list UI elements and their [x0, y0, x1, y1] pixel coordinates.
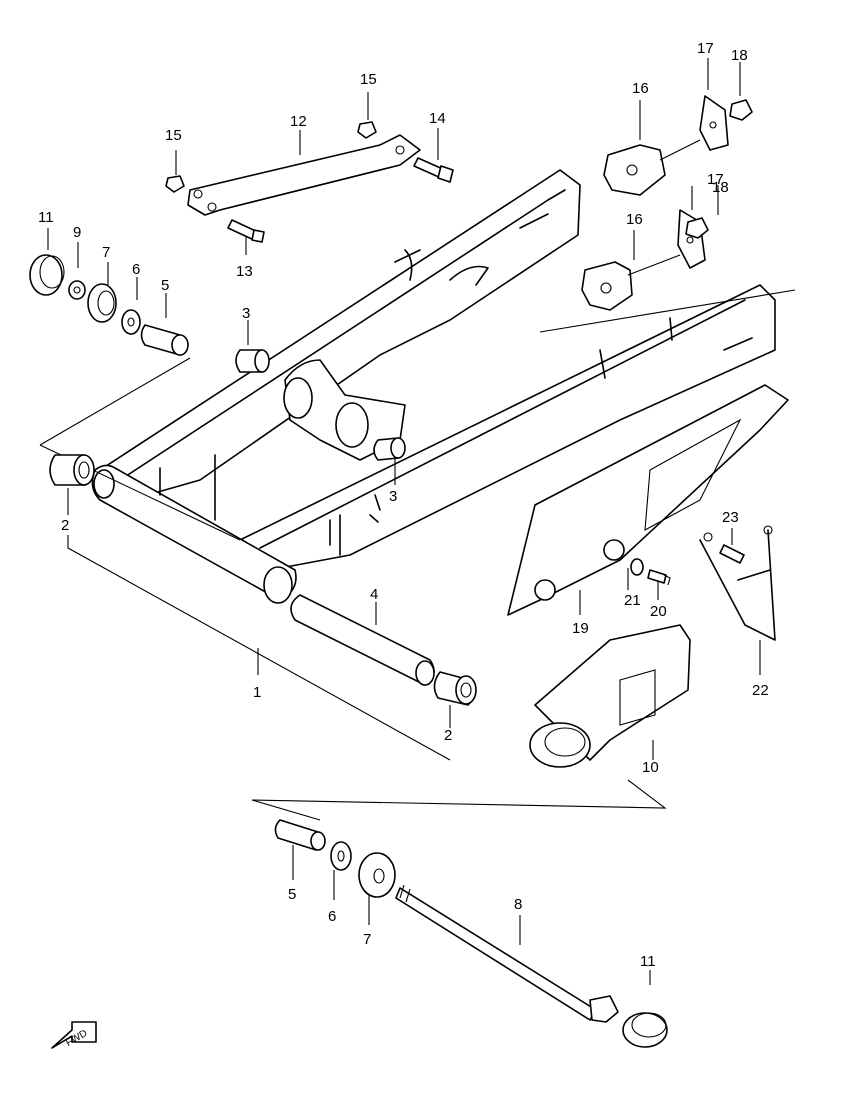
leader-lines — [39, 58, 796, 985]
seal-7-lower — [358, 852, 396, 898]
bushing-3-upper — [235, 349, 270, 373]
swingarm-frame — [91, 169, 776, 604]
bracket-22 — [699, 525, 776, 641]
label-part-5-lower: 5 — [288, 886, 296, 903]
chain-block-10 — [529, 624, 691, 768]
nut-15-left — [165, 175, 185, 193]
label-part-17-upper: 17 — [697, 40, 714, 57]
label-part-10: 10 — [642, 759, 659, 776]
collar-5-upper — [140, 324, 189, 356]
washer-6-lower — [330, 841, 352, 871]
collar-5-lower — [274, 819, 326, 851]
label-part-17-lower: 17 — [707, 171, 724, 188]
label-part-13: 13 — [236, 263, 253, 280]
label-part-6-lower: 6 — [328, 908, 336, 925]
plate-17-upper — [699, 95, 729, 151]
label-part-7-lower: 7 — [363, 931, 371, 948]
cap-11-upper — [29, 254, 65, 296]
chain-case-19 — [507, 384, 789, 616]
label-part-9: 9 — [73, 224, 81, 241]
adjuster-16-upper — [603, 139, 701, 196]
label-part-16-upper: 16 — [632, 80, 649, 97]
bolt-13 — [227, 219, 265, 243]
label-part-14: 14 — [429, 110, 446, 127]
bushing-2-left — [49, 454, 95, 486]
label-part-16-lower: 16 — [626, 211, 643, 228]
spacer-tube-4 — [290, 594, 435, 686]
bolt-20 — [647, 569, 671, 586]
label-part-7-upper: 7 — [102, 244, 110, 261]
label-part-3-upper: 3 — [242, 305, 250, 322]
label-part-12: 12 — [290, 113, 307, 130]
bolt-14 — [413, 157, 454, 183]
label-part-2-left: 2 — [61, 517, 69, 534]
seal-7-upper — [87, 283, 117, 323]
label-part-11-lower: 11 — [640, 953, 656, 970]
adjuster-16-lower — [581, 254, 681, 311]
fwd-label: FWD — [64, 1028, 89, 1049]
nut-18-lower — [685, 217, 709, 239]
torque-link-12 — [187, 134, 421, 216]
nut-15-right — [357, 121, 377, 139]
cap-11-lower — [622, 1012, 668, 1048]
label-part-1: 1 — [253, 684, 261, 701]
washer-6-upper — [121, 309, 141, 335]
label-part-2-right: 2 — [444, 727, 452, 744]
label-part-5-upper: 5 — [161, 277, 169, 294]
label-part-11-upper: 11 — [38, 209, 54, 226]
bolt-23 — [719, 544, 745, 564]
label-part-19: 19 — [572, 620, 589, 637]
washer-21 — [630, 558, 644, 576]
label-part-22: 22 — [752, 682, 769, 699]
fwd-arrow-icon — [51, 1021, 97, 1049]
label-part-15-right: 15 — [360, 71, 377, 88]
label-part-20: 20 — [650, 603, 667, 620]
label-part-23: 23 — [722, 509, 739, 526]
label-part-8: 8 — [514, 896, 522, 913]
bushing-2-right — [433, 671, 477, 706]
label-part-18-lower: 18 — [712, 179, 729, 196]
nut-9 — [68, 280, 86, 300]
label-part-18-upper: 18 — [731, 47, 748, 64]
nut-18-upper — [729, 99, 753, 121]
bushing-3-lower — [373, 437, 406, 461]
label-part-4: 4 — [370, 586, 378, 603]
label-part-15-left: 15 — [165, 127, 182, 144]
label-part-21: 21 — [624, 592, 641, 609]
pivot-shaft-8 — [395, 884, 619, 1023]
label-part-6-upper: 6 — [132, 261, 140, 278]
label-part-3-lower: 3 — [389, 488, 397, 505]
part-labels: 1 2 2 3 3 4 5 5 6 6 7 7 8 9 10 11 11 12 … — [38, 40, 769, 1049]
